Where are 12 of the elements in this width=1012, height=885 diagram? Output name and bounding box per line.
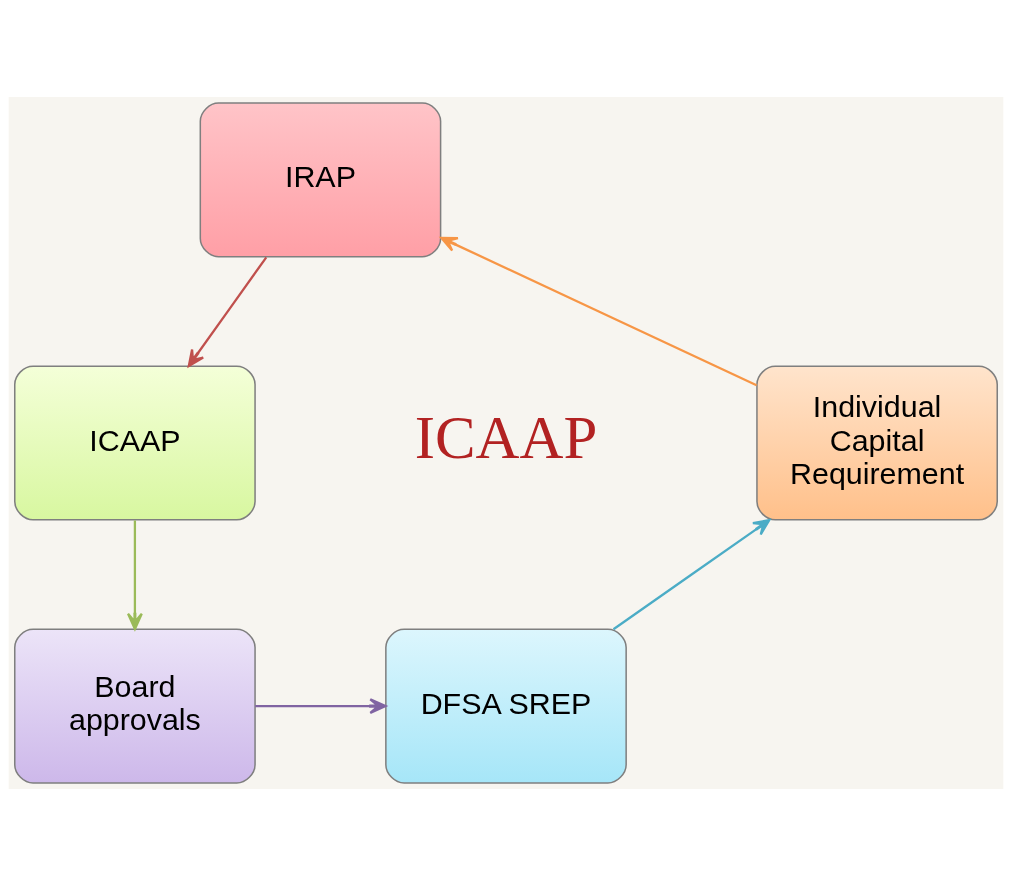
arrow <box>126 519 143 630</box>
arrow <box>255 697 387 714</box>
label: ICAAP <box>89 422 181 457</box>
node-box: Individual Capital Requirement <box>756 364 998 521</box>
node-box: Board approvals <box>14 628 256 784</box>
node-box: IRAP <box>199 101 442 257</box>
node-box <box>14 364 256 521</box>
arrow <box>187 256 268 367</box>
arrow <box>612 518 771 630</box>
arrow <box>440 236 758 386</box>
node-box: DFSA SREP <box>385 628 627 784</box>
node-label: ICAAP <box>414 403 598 471</box>
